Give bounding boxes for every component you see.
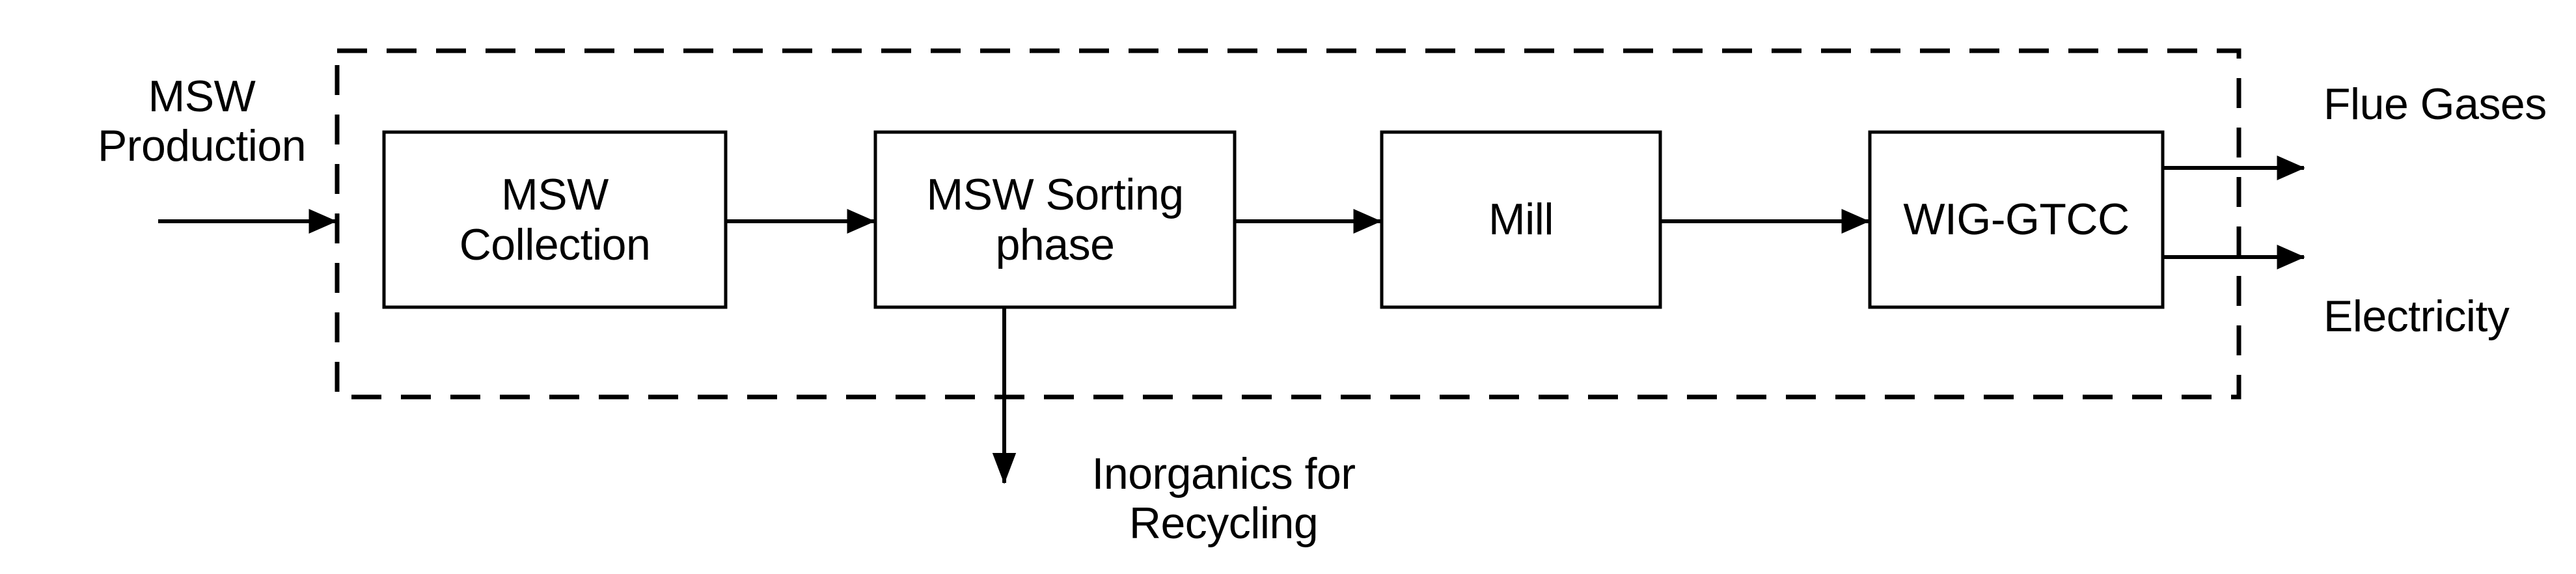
label-inorganics-for-recycling: Inorganics for Recycling xyxy=(1091,449,1356,549)
node-box-msw-sorting[interactable] xyxy=(873,130,1237,309)
system-boundary xyxy=(335,48,2241,400)
label-electricity: Electricity xyxy=(2323,292,2510,341)
label-flue-gases: Flue Gases xyxy=(2323,79,2547,129)
label-msw-production: MSW Production xyxy=(97,72,307,171)
node-box-msw-collection[interactable] xyxy=(382,130,728,309)
node-box-mill[interactable] xyxy=(1380,130,1662,309)
node-box-wig-gtcc[interactable] xyxy=(1868,130,2165,309)
